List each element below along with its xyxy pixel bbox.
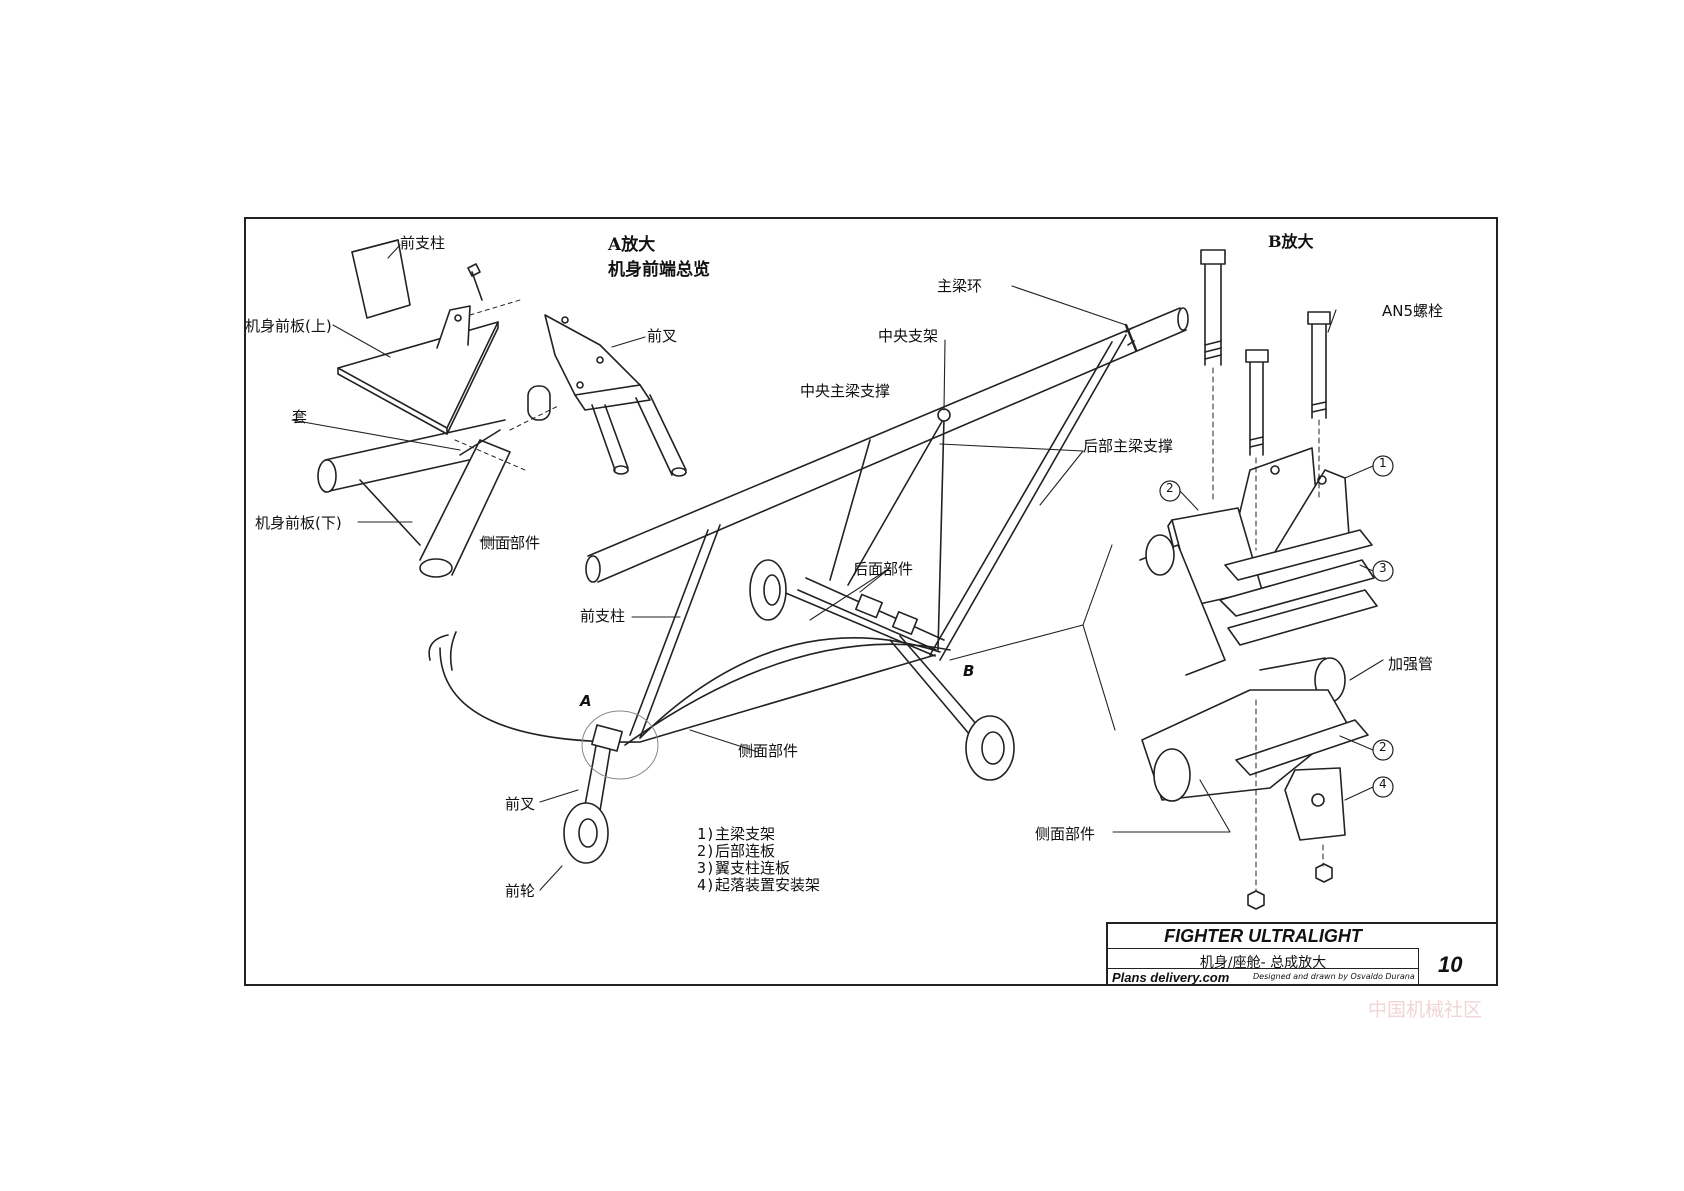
label-front-panel-upper: 机身前板(上)	[245, 317, 332, 335]
label-rear-part: 后面部件	[853, 560, 914, 578]
label-front-strut-a: 前支柱	[400, 234, 446, 252]
label-center-beam-support: 中央主梁支撑	[800, 382, 891, 400]
label-reinforce-tube: 加强管	[1388, 655, 1434, 673]
label-side-part-a: 侧面部件	[480, 534, 541, 552]
label-front-strut-main: 前支柱	[580, 607, 626, 625]
label-front-fork-main: 前叉	[505, 795, 536, 813]
legend-item-4: 4)起落装置安装架	[697, 876, 821, 894]
detail-a-title: A放大 机身前端总览	[608, 230, 710, 280]
title-block-divider	[1108, 968, 1418, 969]
label-front-panel-lower: 机身前板(下)	[255, 514, 342, 532]
callout-2a: 2	[1166, 481, 1174, 495]
product-name: FIGHTER ULTRALIGHT	[1164, 926, 1362, 946]
title-block-divider	[1108, 948, 1418, 949]
title-block: FIGHTER ULTRALIGHT 机身/座舱- 总成放大 Plans del…	[1106, 922, 1496, 986]
parts-legend: 1)主梁支架 2)后部连板 3)翼支柱连板 4)起落装置安装架	[697, 826, 820, 894]
label-main-beam-ring: 主梁环	[937, 277, 983, 295]
watermark: 中国机械社区	[1368, 999, 1483, 1021]
drawing-subtitle: 机身/座舱- 总成放大	[1199, 955, 1327, 971]
title-block-separator	[1418, 948, 1419, 986]
detail-a-title-line2: 机身前端总览	[608, 260, 710, 280]
main-fuselage-frame	[428, 307, 1189, 864]
detail-b-title: B放大	[1268, 232, 1314, 251]
label-front-wheel: 前轮	[505, 882, 536, 900]
label-side-part-b: 侧面部件	[1035, 825, 1096, 843]
label-side-part-main: 侧面部件	[738, 742, 799, 760]
label-front-fork-a: 前叉	[647, 327, 678, 345]
label-center-bracket: 中央支架	[878, 327, 939, 345]
detail-a-exploded-view	[317, 239, 687, 578]
callout-4: 4	[1379, 777, 1387, 791]
callout-3: 3	[1379, 561, 1387, 575]
callout-1: 1	[1379, 456, 1387, 470]
detail-a-title-line1: A放大	[608, 235, 656, 255]
drawing-sheet-border	[244, 217, 1498, 986]
callout-2b: 2	[1379, 740, 1387, 754]
label-sleeve: 套	[292, 408, 308, 426]
legend-item-3: 3)翼支柱连板	[697, 859, 791, 877]
website-label: Plans delivery.com	[1112, 970, 1230, 985]
designer-credit: Designed and drawn by Osvaldo Durana	[1253, 972, 1415, 981]
leader-lines	[291, 244, 1384, 891]
detail-b-exploded-view	[1139, 249, 1394, 910]
legend-item-1: 1)主梁支架	[697, 825, 776, 843]
marker-b: B	[963, 662, 975, 680]
legend-item-2: 2)后部连板	[697, 842, 776, 860]
label-an5-bolt: AN5螺栓	[1382, 302, 1444, 320]
label-rear-beam-support: 后部主梁支撑	[1083, 437, 1174, 455]
marker-a: A	[580, 692, 592, 710]
page-number: 10	[1438, 952, 1463, 977]
